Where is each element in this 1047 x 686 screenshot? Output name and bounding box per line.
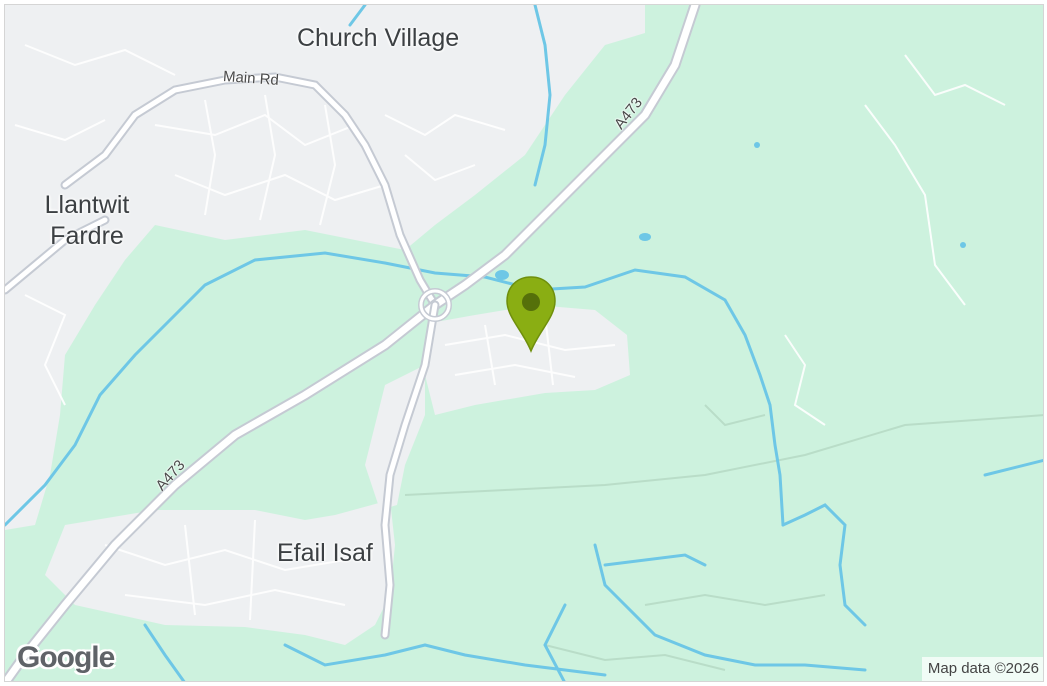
rural-tracks: [404, 404, 1043, 671]
map-attribution[interactable]: Map data ©2026: [921, 657, 1043, 681]
map-pin-icon[interactable]: [503, 275, 559, 354]
map-canvas[interactable]: Church Village Llantwit Fardre Efail Isa…: [4, 4, 1044, 682]
ponds: [495, 142, 966, 280]
place-label-church-village: Church Village: [297, 24, 460, 52]
map-tiles: [5, 5, 1043, 681]
waterways: [5, 5, 1043, 681]
major-roads: [5, 5, 701, 681]
place-label-efail-isaf: Efail Isaf: [277, 539, 373, 567]
streets: [14, 44, 1006, 621]
place-label-llantwit-fardre: Llantwit Fardre: [44, 191, 130, 250]
google-logo[interactable]: Google: [17, 641, 115, 674]
